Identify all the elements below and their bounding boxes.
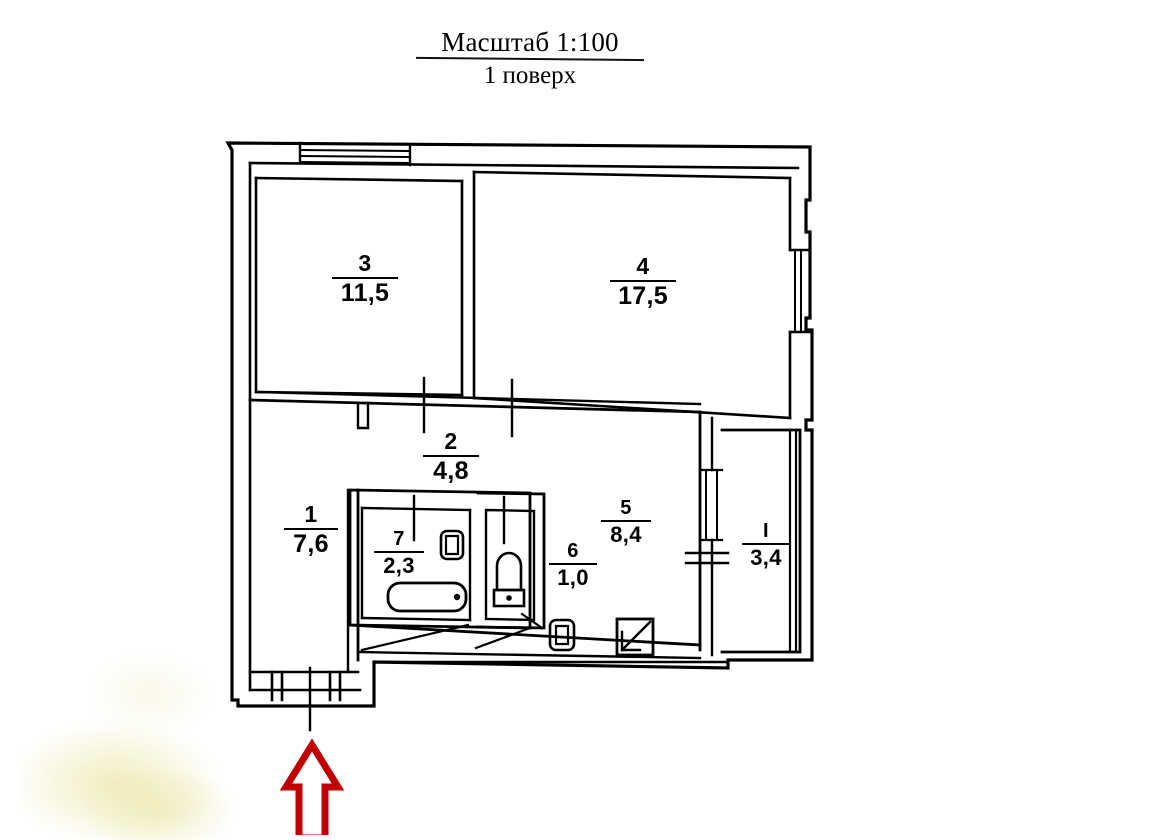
window-room-3-glazing (298, 148, 412, 165)
bath-wall-inner-top (360, 506, 472, 512)
room-area: 4,8 (433, 457, 469, 486)
room-number: 7 (393, 528, 405, 550)
bath-wall-inner-bottom (360, 616, 472, 622)
bathtub-fixture (386, 581, 468, 613)
balcony-outline (720, 428, 802, 654)
room-label-divider (742, 543, 790, 546)
stove-arrow-glyph (620, 620, 652, 652)
wc-wall-outline (476, 491, 546, 630)
room-label-1: 1 7,6 (268, 503, 354, 557)
room-label-balcony: I 3,4 (735, 521, 797, 569)
entrance-arrow-shape (279, 738, 345, 835)
room-label-6: 6 1,0 (542, 541, 604, 589)
door-swing-bath (360, 623, 470, 652)
outer-wall-inner-face (248, 161, 800, 170)
plan-title-block: Масштаб 1:100 1 поверх (405, 27, 655, 90)
toilet-mark (506, 595, 512, 601)
door-balcony-reveal (698, 468, 724, 542)
corridor-sink-bowl (554, 624, 570, 646)
corridor-floor-line (356, 650, 702, 660)
room-label-divider (374, 551, 424, 554)
door-entrance-reveal (270, 670, 342, 702)
room-area: 8,4 (610, 522, 642, 548)
room-area: 11,5 (340, 279, 390, 308)
room-number: 6 (567, 540, 579, 562)
room-label-2: 2 4,8 (408, 430, 494, 484)
door-swing-wc-small (520, 612, 544, 630)
room-3-wall-top (254, 176, 464, 183)
room-number: 4 (636, 253, 650, 279)
room-area: 7,6 (293, 530, 329, 559)
window-room-4-glazing (794, 251, 802, 332)
room-label-divider (601, 520, 651, 523)
bath-sink-fixture (439, 529, 465, 561)
entrance-arrow (279, 738, 345, 835)
corridor-sink-fixture (548, 618, 576, 652)
room-label-divider (610, 280, 676, 283)
partition-room3-room4 (460, 170, 476, 400)
corridor-wall-top-inner (254, 390, 702, 406)
room-area: 3,4 (750, 545, 782, 571)
outer-wall-outline (225, 141, 814, 708)
room-label-divider (284, 528, 338, 531)
toilet-bowl (495, 551, 523, 592)
room-label-5: 5 8,4 (590, 498, 662, 546)
room-number: 3 (358, 250, 372, 276)
room-label-divider (423, 455, 479, 458)
corridor-wall-top (248, 398, 702, 414)
wc-wall-inner (484, 508, 536, 622)
room-area: 17,5 (618, 282, 668, 311)
corridor-lower-wall (348, 623, 702, 647)
room-label-3: 3 11,5 (320, 252, 410, 306)
stove-fixture (615, 617, 655, 657)
room-4-wall-bottom (472, 396, 792, 420)
room-4-wall-top (472, 170, 792, 180)
room-label-4: 4 17,5 (598, 255, 688, 309)
room-area: 1,0 (557, 565, 589, 591)
room-number: 1 (304, 501, 318, 527)
toilet-tank (492, 588, 526, 608)
room-label-7: 7 2,3 (368, 529, 430, 577)
bath-sink-bowl (444, 534, 460, 556)
corridor-stub-left (356, 401, 370, 430)
room-number: I (762, 520, 770, 542)
door-balcony-leaf (684, 551, 730, 565)
window-room-3-reveal (298, 141, 412, 167)
scale-label: Масштаб 1:100 (441, 27, 619, 57)
balcony-window-right (788, 428, 798, 654)
door-swing-wc (474, 626, 532, 650)
room-area: 2,3 (383, 553, 415, 579)
room-label-divider (549, 563, 597, 566)
room-label-divider (332, 277, 398, 280)
room-number: 2 (444, 428, 458, 454)
room-number: 5 (620, 497, 632, 519)
bathtub-drain (453, 593, 461, 601)
floor-label: 1 поверх (483, 62, 577, 90)
door-balcony-glazing (705, 471, 718, 540)
